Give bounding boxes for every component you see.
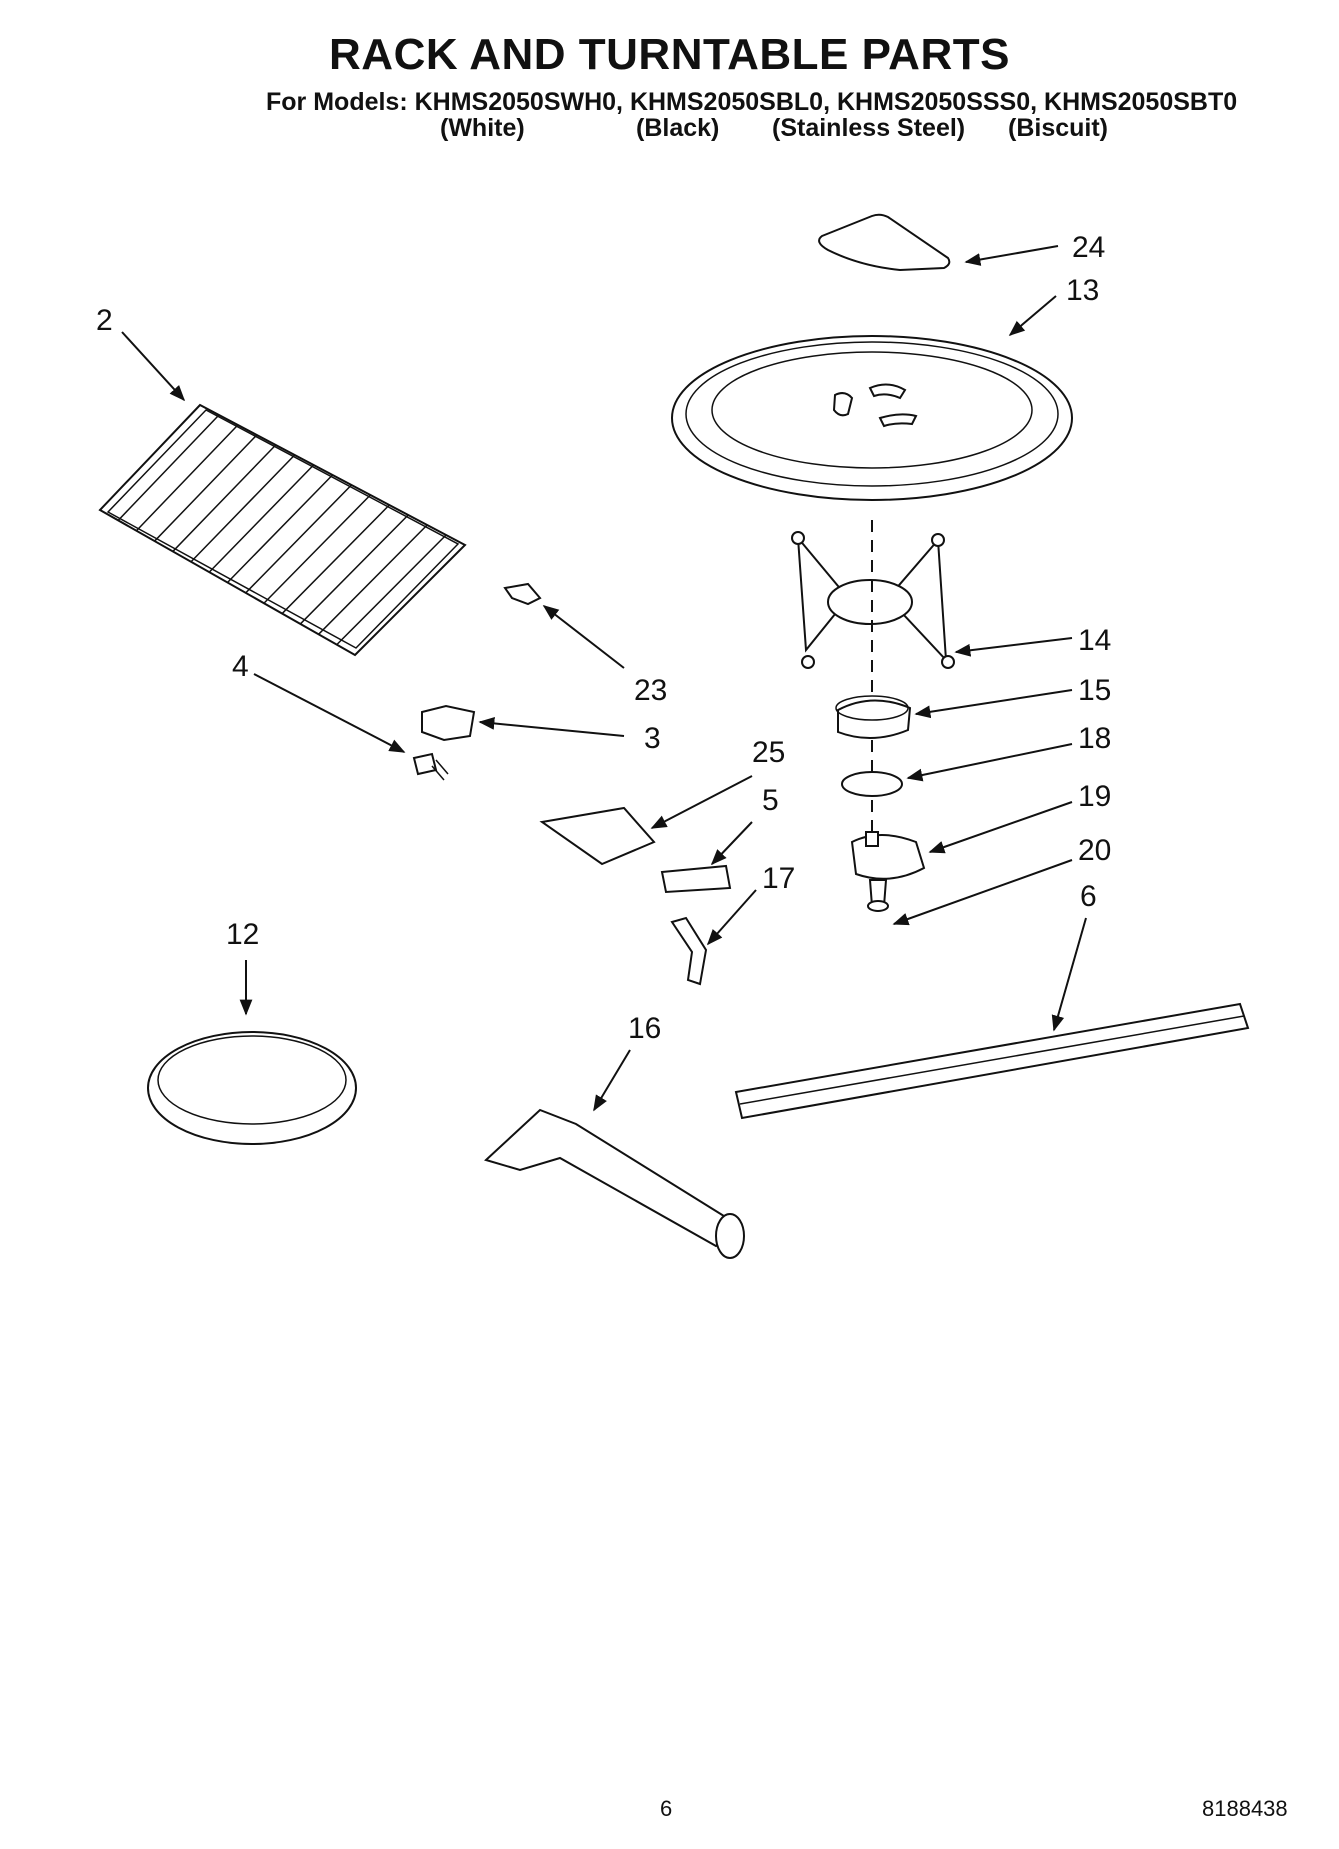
color-stainless: (Stainless Steel) bbox=[772, 114, 966, 142]
roller-support-14 bbox=[791, 520, 955, 900]
rack-wire bbox=[336, 534, 447, 646]
color-biscuit: (Biscuit) bbox=[1008, 114, 1108, 142]
callout-3: 3 bbox=[644, 722, 661, 755]
color-black: (Black) bbox=[636, 114, 720, 142]
motor-19 bbox=[850, 831, 926, 880]
page-title: RACK AND TURNTABLE PARTS bbox=[329, 30, 1010, 79]
rack-wire bbox=[135, 424, 239, 532]
callout-14: 14 bbox=[1078, 624, 1111, 657]
document-number: 8188438 bbox=[1202, 1796, 1288, 1821]
coupler-15 bbox=[835, 695, 912, 740]
callout-19: 19 bbox=[1078, 780, 1111, 813]
callout-23: 23 bbox=[634, 674, 667, 707]
lamp-4 bbox=[412, 752, 449, 781]
socket-3 bbox=[421, 704, 476, 742]
trim-strip-6 bbox=[734, 1002, 1250, 1120]
page-number: 6 bbox=[660, 1796, 673, 1821]
bracket-17 bbox=[670, 916, 708, 986]
callout-15: 15 bbox=[1078, 674, 1111, 707]
callout-24: 24 bbox=[1072, 231, 1105, 264]
callout-numbers: 24 13 2 14 23 15 4 3 18 25 5 19 20 17 6 … bbox=[96, 231, 1111, 1045]
callout-4: 4 bbox=[232, 650, 249, 683]
rack-wire bbox=[299, 514, 409, 625]
rack-wire bbox=[208, 464, 315, 573]
rack-wire bbox=[154, 434, 258, 542]
callout-20: 20 bbox=[1078, 834, 1111, 867]
callout-16: 16 bbox=[628, 1012, 661, 1045]
leader-lines bbox=[121, 245, 1087, 1112]
handle-16 bbox=[484, 1108, 745, 1259]
cover-plate-24 bbox=[818, 213, 951, 272]
rack-wire bbox=[281, 504, 390, 615]
rack-wire bbox=[226, 474, 334, 584]
callout-17: 17 bbox=[762, 862, 795, 895]
callout-18: 18 bbox=[1078, 722, 1111, 755]
callout-13: 13 bbox=[1066, 274, 1099, 307]
rack-wire bbox=[172, 444, 277, 552]
models-line: For Models: KHMS2050SWH0, KHMS2050SBL0, … bbox=[266, 88, 1238, 116]
turntable-tray-13 bbox=[671, 335, 1073, 501]
clip-23 bbox=[503, 582, 542, 606]
rack-wire bbox=[318, 524, 428, 635]
callout-5: 5 bbox=[762, 784, 779, 817]
shield-25 bbox=[539, 806, 656, 866]
rack-wire bbox=[245, 484, 352, 594]
callout-6: 6 bbox=[1080, 880, 1097, 913]
callout-12: 12 bbox=[226, 918, 259, 951]
screw-20 bbox=[867, 879, 889, 912]
color-white: (White) bbox=[440, 114, 525, 142]
bowl-12 bbox=[147, 1031, 357, 1145]
callout-25: 25 bbox=[752, 736, 785, 769]
rack-wire bbox=[190, 454, 296, 563]
rack-wire bbox=[263, 494, 371, 604]
oven-rack-2 bbox=[98, 403, 467, 657]
callout-2: 2 bbox=[96, 304, 113, 337]
switch-5 bbox=[660, 864, 732, 894]
washer-18 bbox=[841, 771, 903, 797]
rack-wire bbox=[117, 414, 220, 521]
